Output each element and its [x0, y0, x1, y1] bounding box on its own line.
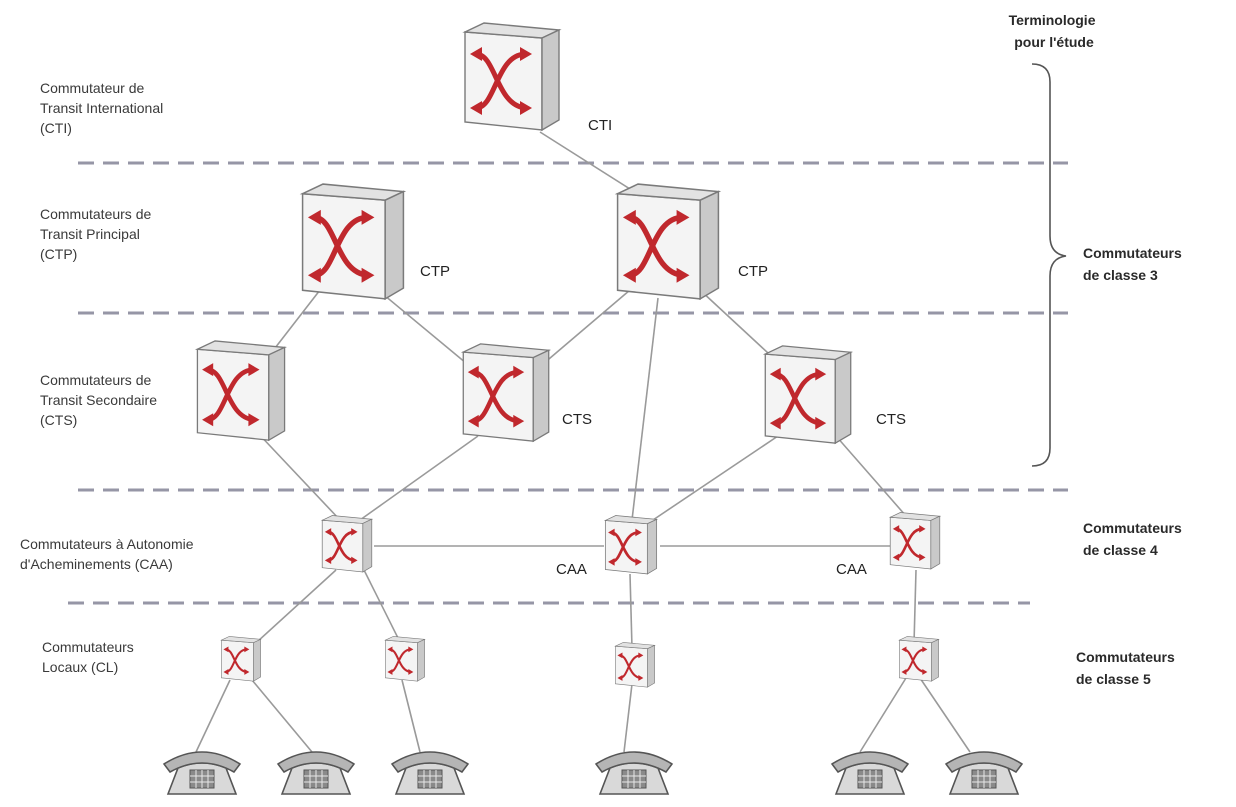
switch-icon — [898, 636, 940, 682]
link-ctp-right-cts-mid — [535, 289, 631, 371]
terminology-heading: Terminologie pour l'étude — [1009, 12, 1100, 50]
link-cl-4-phone-6 — [919, 677, 971, 753]
link-cl-2-phone-3 — [401, 679, 421, 753]
telephone-icon — [277, 751, 355, 795]
link-ctp-left-cts-mid — [377, 289, 473, 369]
node-label-ctp-right: CTP — [738, 263, 768, 280]
telephone-icon — [163, 751, 241, 795]
level-label-cti: Commutateur de Transit International (CT… — [40, 80, 167, 136]
class3-brace — [1031, 63, 1067, 467]
telephone-icon — [595, 751, 673, 795]
telephone-icon — [945, 751, 1023, 795]
node-label-caa-right: CAA — [836, 561, 867, 578]
link-cl-4-phone-5 — [859, 677, 907, 753]
link-caa-right-cl-4 — [913, 569, 917, 645]
level-label-cl: Commutateurs Locaux (CL) — [42, 639, 138, 675]
link-cts-mid-caa-left — [359, 435, 479, 521]
link-caa-mid-cl-3 — [629, 573, 633, 649]
switch-icon — [197, 341, 284, 440]
telephone-icon — [391, 751, 469, 795]
switch-icon — [618, 184, 719, 299]
link-cl-1-phone-1 — [195, 679, 231, 753]
switch-icon — [465, 23, 559, 130]
node-label-cti: CTI — [588, 117, 612, 134]
class4-label: Commutateurs de classe 4 — [1083, 520, 1186, 558]
level-label-caa: Commutateurs à Autonomie d'Acheminements… — [20, 536, 197, 572]
link-cl-3-phone-4 — [623, 683, 633, 753]
node-label-cts-right: CTS — [876, 411, 906, 428]
level-label-cts: Commutateurs de Transit Secondaire (CTS) — [40, 372, 161, 428]
link-caa-left-cl-2 — [363, 569, 403, 647]
link-ctp-right-caa-mid — [631, 297, 659, 521]
switch-icon — [603, 515, 659, 575]
class5-label: Commutateurs de classe 5 — [1076, 649, 1179, 687]
node-label-caa-mid: CAA — [556, 561, 587, 578]
switch-icon — [463, 344, 548, 441]
link-cts-left-caa-left — [254, 429, 341, 521]
node-label-ctp-left: CTP — [420, 263, 450, 280]
switch-icon — [614, 642, 656, 688]
link-cts-right-caa-right — [835, 435, 907, 517]
link-cl-1-phone-2 — [251, 679, 313, 753]
node-label-cts-mid: CTS — [562, 411, 592, 428]
switch-icon — [220, 636, 262, 682]
switch-icon — [765, 346, 850, 443]
switch-icon — [303, 184, 404, 299]
switch-icon — [320, 515, 374, 573]
class3-label: Commutateurs de classe 3 — [1083, 245, 1186, 283]
level-label-ctp: Commutateurs de Transit Principal (CTP) — [40, 206, 155, 262]
switch-icon — [888, 512, 942, 570]
telephone-icon — [831, 751, 909, 795]
link-caa-left-cl-1 — [245, 569, 337, 653]
link-cts-right-caa-mid — [649, 435, 779, 523]
switch-icon — [384, 636, 426, 682]
links — [195, 131, 971, 753]
